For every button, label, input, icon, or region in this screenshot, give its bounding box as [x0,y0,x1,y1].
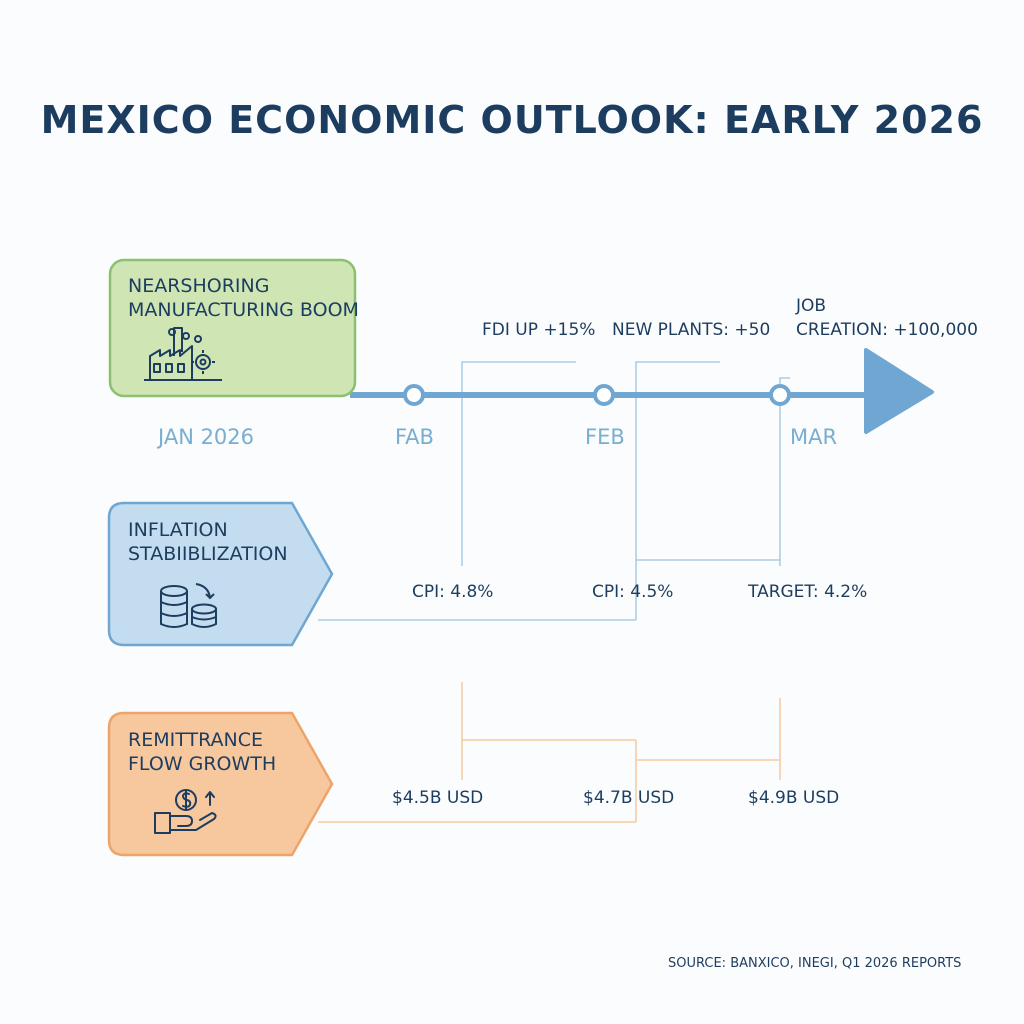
month-jan-2026: JAN 2026 [158,425,255,449]
month-feb: FEB [585,425,625,449]
inflation-box [107,501,334,647]
nearshoring-title-line2: MANUFACTURING BOOM [128,299,359,321]
hand-dollar-icon [154,789,217,834]
month-fab: FAB [395,425,434,449]
inflation-connectors [318,361,790,621]
timeline-arrowhead [864,348,934,434]
factory-gear-icon [144,327,222,381]
nearshoring-box [108,258,357,398]
remittance-box [107,711,334,857]
remittance-connectors [318,682,781,823]
timeline-node-fab [403,384,425,406]
remittance-title-line2: FLOW GROWTH [128,753,277,775]
nearshoring-title-line1: NEARSHORING [128,275,270,297]
source-note: SOURCE: BANXICO, INEGI, Q1 2026 REPORTS [668,956,962,971]
remittance-title-line1: REMITTRANCE [128,729,263,751]
event-fdi: FDI UP +15% [482,320,596,340]
page-title: MEXICO ECONOMIC OUTLOOK: EARLY 2026 [40,98,984,142]
timeline-node-mar [769,384,791,406]
inflation-title-line2: STABIIBLIZATION [128,543,288,565]
event-job-creation: CREATION: +100,000 [796,320,978,340]
inflation-title: INFLATION STABIIBLIZATION [128,518,288,566]
cpi-value-1: CPI: 4.8% [412,582,494,602]
event-job: JOB [796,296,827,316]
remittance-title: REMITTRANCE FLOW GROWTH [128,728,276,776]
cpi-target: TARGET: 4.2% [748,582,868,602]
remittance-value-2: $4.7B USD [583,788,675,808]
event-new-plants: NEW PLANTS: +50 [612,320,771,340]
timeline-node-feb [593,384,615,406]
month-mar: MAR [790,425,838,449]
nearshoring-title: NEARSHORING MANUFACTURING BOOM [128,274,359,322]
inflation-title-line1: INFLATION [128,519,228,541]
remittance-value-1: $4.5B USD [392,788,484,808]
coin-stack-icon [160,583,217,628]
remittance-value-3: $4.9B USD [748,788,840,808]
cpi-value-2: CPI: 4.5% [592,582,674,602]
